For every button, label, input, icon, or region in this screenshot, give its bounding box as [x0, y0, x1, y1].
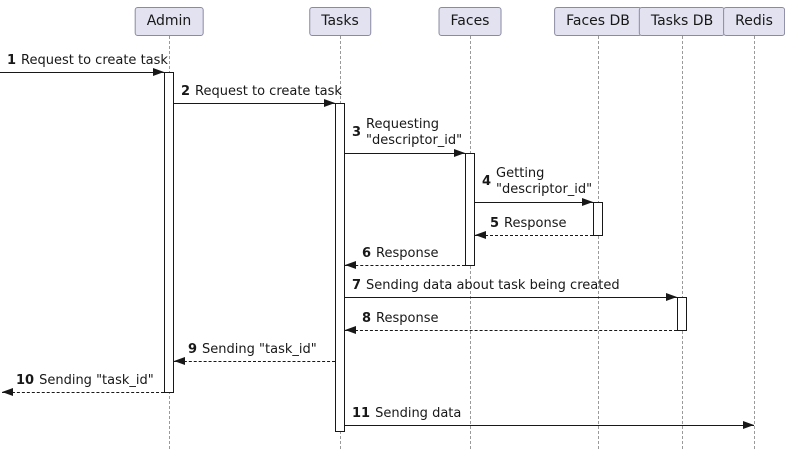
message-text: Response: [504, 216, 567, 231]
activation-tasks-db: [677, 297, 687, 331]
message-text: Sending data: [375, 406, 462, 421]
message-1-line: [0, 72, 164, 73]
message-6-arrowhead-icon: [345, 261, 356, 269]
message-4-label: 4 Getting "descriptor_id": [482, 166, 592, 198]
message-7-line: [345, 297, 677, 298]
message-number: 4: [482, 174, 492, 189]
message-10-line: [2, 392, 164, 393]
lifeline-tasks-db: [682, 36, 683, 449]
participant-faces-db: Faces DB: [554, 7, 642, 36]
message-5-arrowhead-icon: [475, 231, 486, 239]
activation-faces: [465, 153, 475, 266]
message-number: 9: [188, 342, 198, 357]
message-5-label: 5 Response: [490, 216, 566, 232]
message-11-line: [345, 425, 754, 426]
message-text: Sending "task_id": [39, 373, 154, 388]
message-11-arrowhead-icon: [743, 421, 754, 429]
message-8-label: 8 Response: [362, 311, 438, 327]
participant-tasks-db: Tasks DB: [638, 7, 726, 36]
message-number: 2: [181, 84, 191, 99]
message-text: Sending data about task being created: [366, 278, 620, 293]
message-text: Request to create task: [195, 84, 342, 99]
message-text: Sending "task_id": [202, 342, 317, 357]
message-1-arrowhead-icon: [153, 68, 164, 76]
message-text: Request to create task: [21, 53, 168, 68]
participant-admin: Admin: [134, 7, 204, 36]
message-11-label: 11 Sending data: [352, 406, 461, 422]
message-3-arrowhead-icon: [454, 149, 465, 157]
message-number: 8: [362, 311, 372, 326]
message-number: 5: [490, 216, 500, 231]
participant-faces: Faces: [438, 7, 502, 36]
message-3-label: 3 Requesting "descriptor_id": [352, 117, 462, 149]
lifeline-faces-db: [598, 36, 599, 449]
message-2-label: 2 Request to create task: [181, 84, 342, 100]
message-10-arrowhead-icon: [2, 388, 13, 396]
message-text: Response: [376, 311, 439, 326]
message-3-line: [345, 153, 465, 154]
message-7-label: 7 Sending data about task being created: [352, 278, 620, 294]
message-number: 1: [7, 53, 17, 68]
message-4-arrowhead-icon: [582, 198, 593, 206]
message-number: 6: [362, 246, 372, 261]
message-number: 3: [352, 125, 362, 140]
message-number: 10: [16, 373, 35, 388]
participant-redis: Redis: [723, 7, 785, 36]
message-number: 7: [352, 278, 362, 293]
participant-tasks: Tasks: [309, 7, 371, 36]
message-9-line: [174, 361, 335, 362]
message-4-line: [475, 202, 593, 203]
lifeline-redis: [754, 36, 755, 449]
message-2-line: [174, 103, 335, 104]
message-8-arrowhead-icon: [345, 326, 356, 334]
message-9-arrowhead-icon: [174, 357, 185, 365]
activation-faces-db: [593, 202, 603, 236]
message-1-label: 1 Request to create task: [7, 53, 168, 69]
message-number: 11: [352, 406, 371, 421]
activation-tasks: [335, 103, 345, 432]
message-9-label: 9 Sending "task_id": [188, 342, 317, 358]
message-text: Response: [376, 246, 439, 261]
message-7-arrowhead-icon: [666, 293, 677, 301]
message-6-line: [345, 265, 465, 266]
message-text: Getting "descriptor_id": [496, 166, 593, 197]
message-5-line: [475, 235, 593, 236]
message-2-arrowhead-icon: [324, 99, 335, 107]
activation-admin: [164, 72, 174, 393]
message-8-line: [345, 330, 677, 331]
message-text: Requesting "descriptor_id": [366, 117, 463, 148]
message-6-label: 6 Response: [362, 246, 438, 262]
message-10-label: 10 Sending "task_id": [16, 373, 154, 389]
